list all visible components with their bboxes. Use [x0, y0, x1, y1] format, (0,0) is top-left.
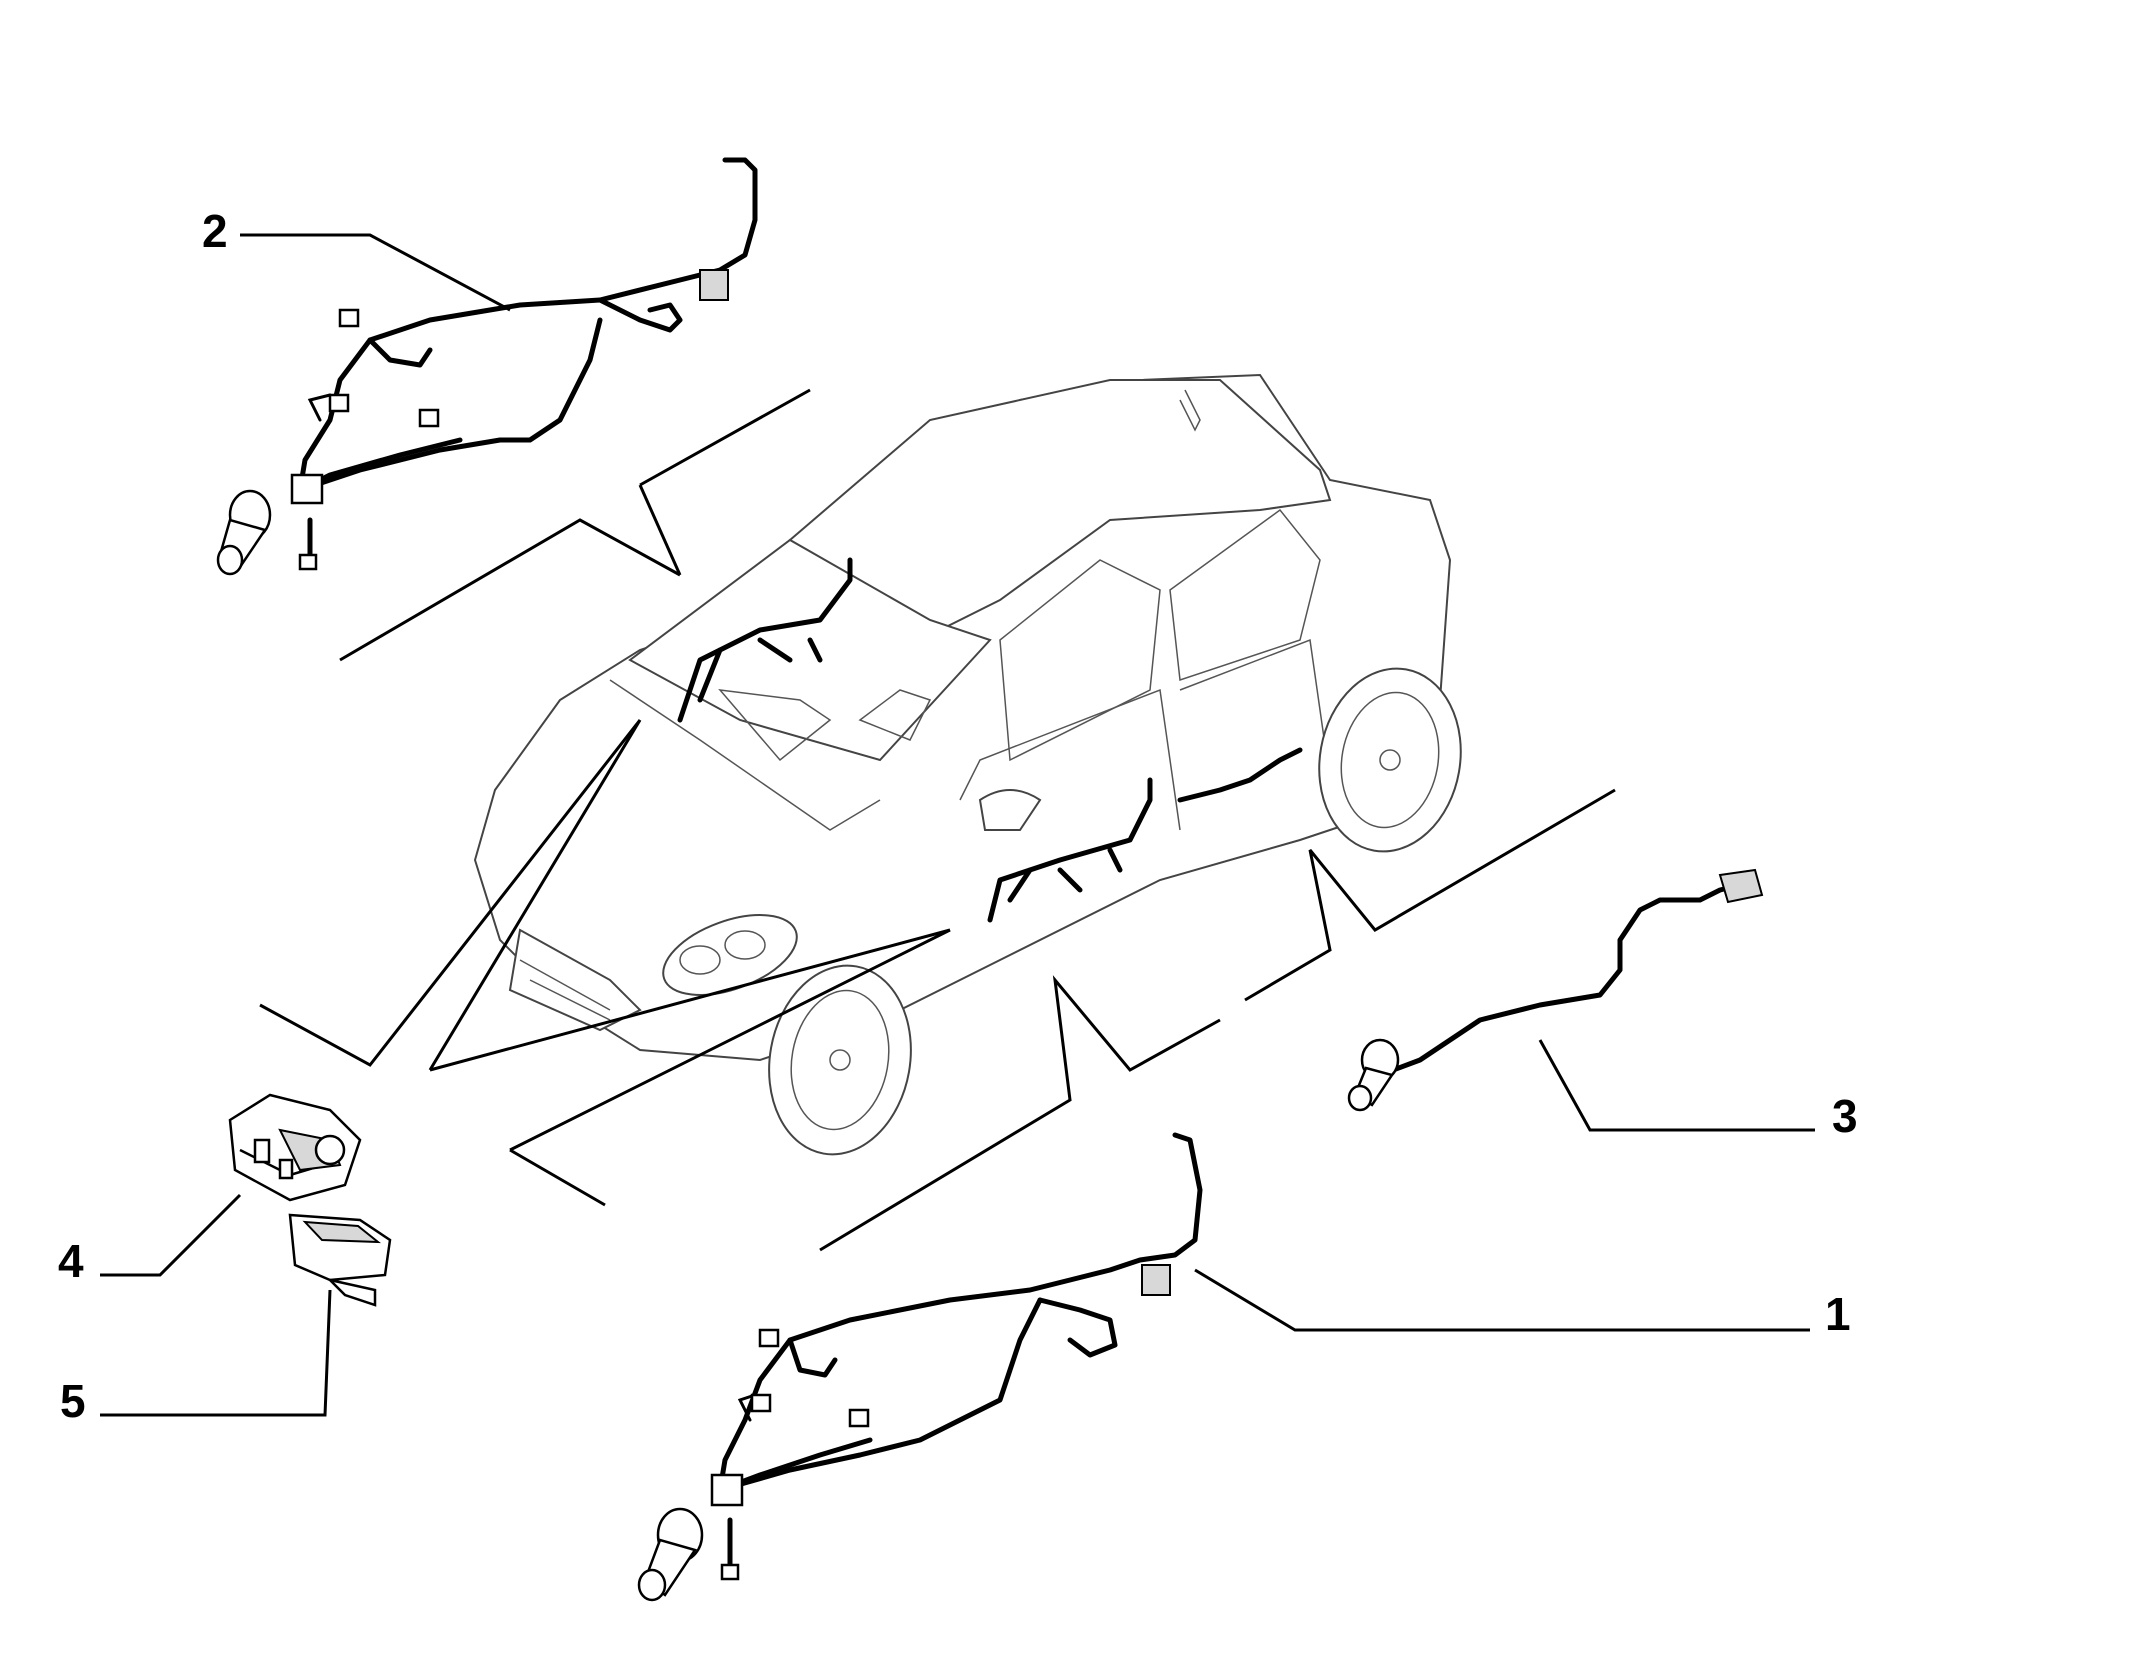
leader-1 — [1194, 1268, 1810, 1332]
part-2-wiring-harness — [216, 157, 758, 576]
leader-3 — [1538, 1039, 1815, 1132]
leader-4 — [100, 1193, 242, 1277]
part-4-control-module — [228, 1093, 362, 1202]
part-1-wiring-harness — [637, 1132, 1203, 1602]
part-5-bracket — [288, 1213, 392, 1307]
callout-5: 5 — [60, 1375, 86, 1427]
part-3-sensor-cable — [1347, 868, 1764, 1112]
callout-1: 1 — [1825, 1288, 1851, 1340]
explode-guides — [259, 388, 1616, 1252]
car-illustration — [473, 373, 1462, 1156]
callout-2: 2 — [202, 205, 228, 257]
callout-4: 4 — [58, 1235, 84, 1287]
leader-lines — [100, 233, 1815, 1417]
leader-5 — [100, 1289, 332, 1417]
callout-3: 3 — [1832, 1090, 1858, 1142]
leader-2 — [240, 233, 511, 312]
callout-labels: 2 3 1 4 5 — [58, 205, 1858, 1427]
